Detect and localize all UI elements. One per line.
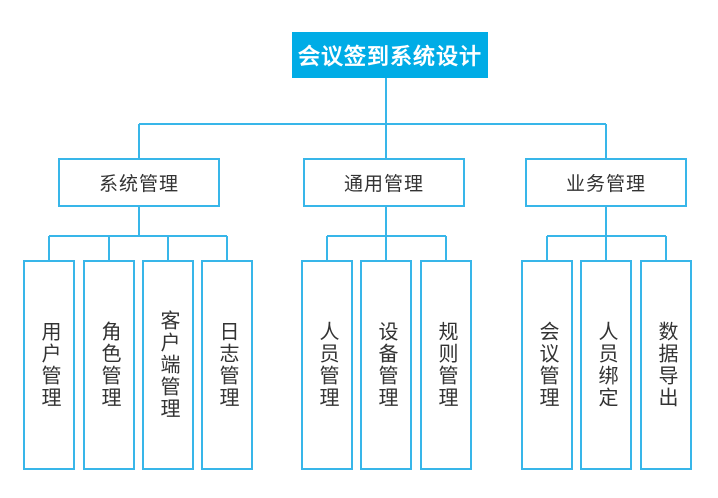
leaf-node-label: 设备管理 [375,321,397,409]
leaf-node-label: 人员管理 [316,321,338,409]
branch-node-label: 业务管理 [565,174,646,195]
leaf-node-rule-management: 规则管理 [420,260,472,470]
connector-leaf-drop [48,236,50,260]
connector-branch2-stem [385,207,387,236]
leaf-node-label: 会议管理 [536,321,558,409]
connector-root-drop [385,78,387,158]
branch-node-label: 通用管理 [343,174,424,195]
branch-node-business-management: 业务管理 [525,158,687,207]
connector-leaf-drop [385,236,387,260]
connector-leaf-drop [605,236,607,260]
leaf-node-meeting-management: 会议管理 [521,260,573,470]
leaf-node-label: 客户端管理 [157,310,179,420]
leaf-node-label: 用户管理 [38,321,60,409]
branch-node-label: 系统管理 [98,174,179,195]
connector-branch1-stem [138,207,140,236]
leaf-node-label: 人员绑定 [595,321,617,409]
connector-leaf-drop [445,236,447,260]
connector-leaf-drop [226,236,228,260]
leaf-node-device-management: 设备管理 [360,260,412,470]
connector-branch3-stem [605,207,607,236]
connector-leaf-drop [665,236,667,260]
connector-leaf-drop [546,236,548,260]
leaf-node-data-export: 数据导出 [640,260,692,470]
leaf-node-log-management: 日志管理 [201,260,253,470]
leaf-node-personnel-binding: 人员绑定 [580,260,632,470]
connector-leaf-drop [326,236,328,260]
connector-leaf-drop [167,236,169,260]
leaf-node-label: 规则管理 [435,321,457,409]
root-node: 会议签到系统设计 [292,32,488,78]
leaf-node-role-management: 角色管理 [83,260,135,470]
leaf-node-user-management: 用户管理 [23,260,75,470]
leaf-node-label: 数据导出 [655,321,677,409]
connector-group1-bus [49,235,227,237]
root-node-label: 会议签到系统设计 [297,44,482,69]
connector-level1-bus [139,123,606,125]
branch-node-general-management: 通用管理 [303,158,465,207]
connector-branch1-drop [138,124,140,158]
leaf-node-label: 角色管理 [98,321,120,409]
connector-branch3-drop [605,124,607,158]
branch-node-system-management: 系统管理 [58,158,220,207]
connector-leaf-drop [108,236,110,260]
leaf-node-client-management: 客户端管理 [142,260,194,470]
leaf-node-label: 日志管理 [216,321,238,409]
leaf-node-personnel-management: 人员管理 [301,260,353,470]
